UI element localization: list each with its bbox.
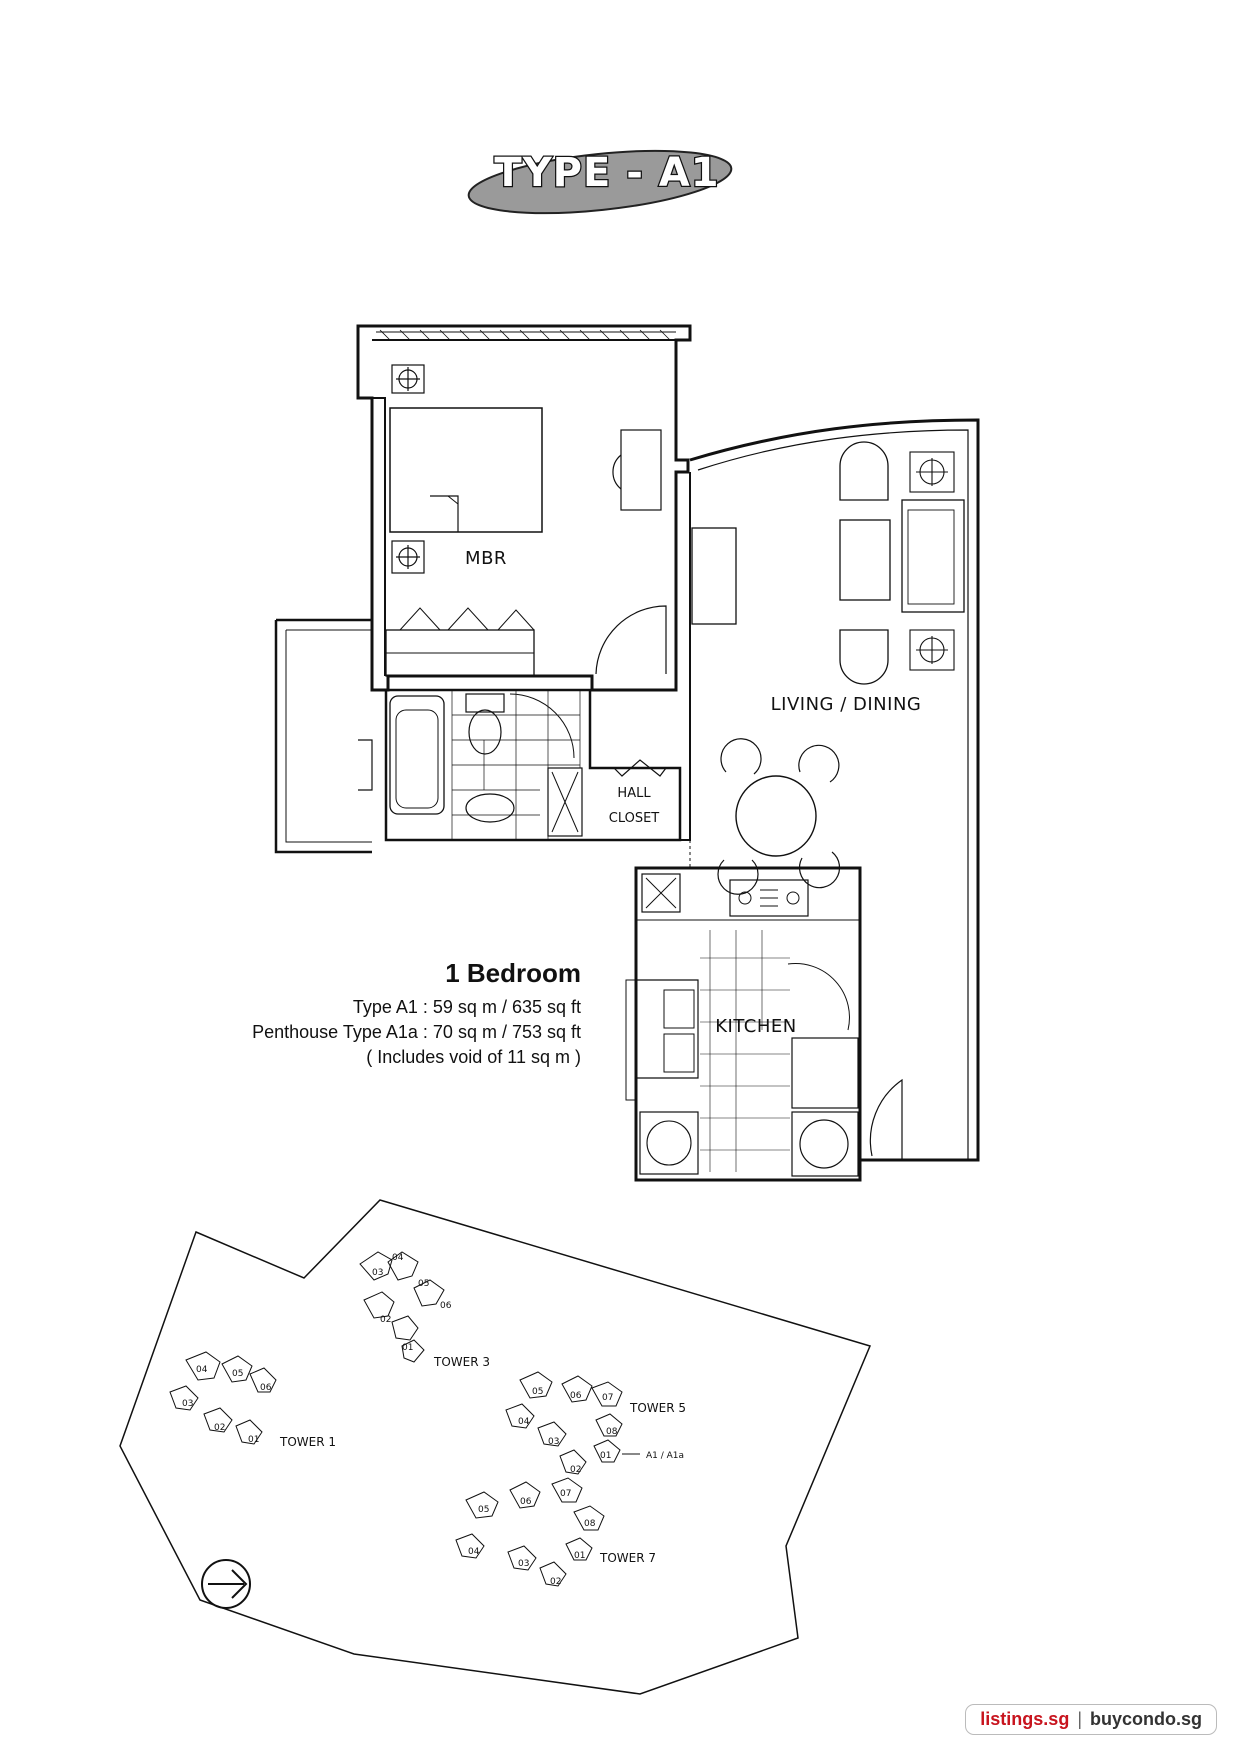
site-t7-unit-01: 01 xyxy=(574,1551,585,1561)
site-t3-unit-04: 04 xyxy=(392,1253,404,1263)
title-badge: TYPE - A1 xyxy=(467,149,733,215)
north-arrow-icon xyxy=(201,1559,251,1609)
site-t3-unit-05: 05 xyxy=(418,1279,429,1289)
site-tower-1 xyxy=(169,1351,277,1445)
site-t3-unit-02: 02 xyxy=(380,1315,391,1325)
site-t5-unit-07: 07 xyxy=(602,1393,613,1403)
unit-area-a1: Type A1 : 59 sq m / 635 sq ft xyxy=(352,997,581,1017)
room-label-living-dining: LIVING / DINING xyxy=(771,694,922,715)
site-t5-unit-03: 03 xyxy=(548,1437,559,1447)
site-t5-unit-02: 02 xyxy=(570,1465,581,1475)
site-t5-unit-06: 06 xyxy=(570,1391,582,1401)
footer-separator: | xyxy=(1077,1709,1082,1729)
site-t1-unit-01: 01 xyxy=(248,1435,259,1445)
footer-link-listings[interactable]: listings.sg xyxy=(980,1709,1070,1729)
site-t7-unit-08: 08 xyxy=(584,1519,596,1529)
unit-floor-plan: MBR HALL CLOSET xyxy=(274,324,980,1182)
footer-link-buycondo[interactable]: buycondo.sg xyxy=(1090,1709,1202,1729)
site-t7-unit-04: 04 xyxy=(468,1547,480,1557)
room-label-hall: HALL xyxy=(617,786,651,801)
site-t5-unit-05: 05 xyxy=(532,1387,543,1397)
site-t5-unit-01: 01 xyxy=(600,1451,611,1461)
unit-area-penthouse: Penthouse Type A1a : 70 sq m / 753 sq ft xyxy=(252,1022,581,1042)
room-label-closet: CLOSET xyxy=(609,811,660,826)
site-tower-5 xyxy=(505,1371,623,1475)
site-tower-7 xyxy=(455,1477,605,1587)
site-t7-unit-03: 03 xyxy=(518,1559,529,1569)
site-t1-unit-03: 03 xyxy=(182,1399,193,1409)
site-callout-a1: A1 / A1a xyxy=(646,1451,684,1461)
site-t5-unit-08: 08 xyxy=(606,1427,618,1437)
site-t1-unit-06: 06 xyxy=(260,1383,272,1393)
unit-heading: 1 Bedroom xyxy=(445,958,581,988)
site-plan: 03 04 05 06 02 01 TOWER 3 04 05 06 03 02… xyxy=(119,1199,872,1695)
room-label-mbr: MBR xyxy=(465,548,507,569)
site-t1-unit-05: 05 xyxy=(232,1369,243,1379)
site-tower-5-label: TOWER 5 xyxy=(629,1401,686,1415)
site-t3-unit-01: 01 xyxy=(402,1343,413,1353)
title-text: TYPE - A1 xyxy=(494,150,719,196)
site-tower-7-label: TOWER 7 xyxy=(599,1551,656,1565)
site-t7-unit-07: 07 xyxy=(560,1489,571,1499)
site-t5-unit-04: 04 xyxy=(518,1417,530,1427)
watermark-footer: listings.sg | buycondo.sg xyxy=(965,1704,1217,1735)
room-label-kitchen: KITCHEN xyxy=(715,1016,797,1037)
site-t7-unit-06: 06 xyxy=(520,1497,532,1507)
site-t1-unit-04: 04 xyxy=(196,1365,208,1375)
site-t1-unit-02: 02 xyxy=(214,1423,225,1433)
site-tower-3-label: TOWER 3 xyxy=(433,1355,490,1369)
site-t7-unit-02: 02 xyxy=(550,1577,561,1587)
site-tower-3 xyxy=(359,1251,445,1363)
site-t3-unit-03: 03 xyxy=(372,1268,383,1278)
unit-info: 1 Bedroom Type A1 : 59 sq m / 635 sq ft … xyxy=(252,958,581,1070)
site-t3-unit-06: 06 xyxy=(440,1301,452,1311)
site-t7-unit-05: 05 xyxy=(478,1505,489,1515)
unit-void-note: ( Includes void of 11 sq m ) xyxy=(366,1047,581,1067)
site-tower-1-label: TOWER 1 xyxy=(279,1435,336,1449)
